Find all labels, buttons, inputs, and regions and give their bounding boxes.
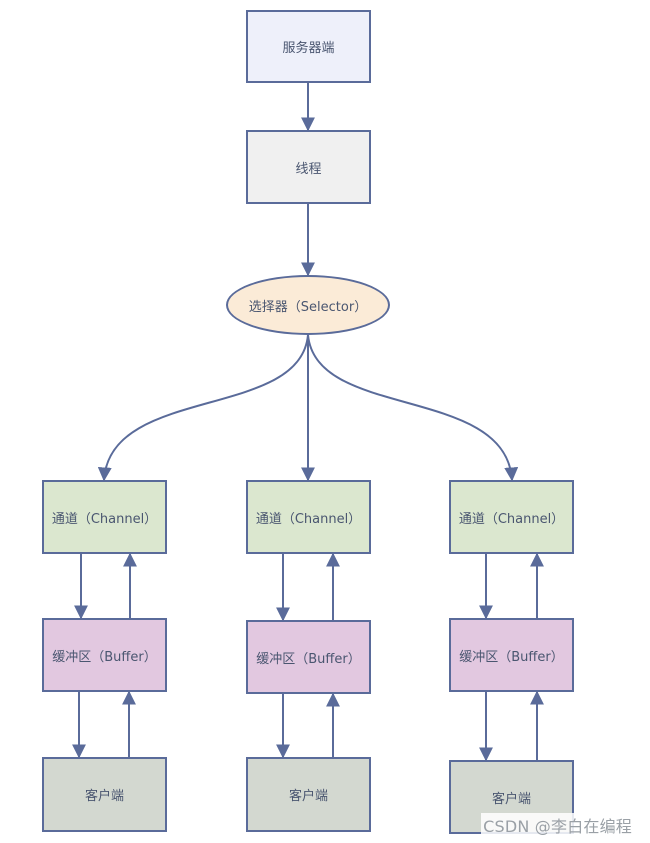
buffer-node-right[interactable]: 缓冲区（Buffer） [449,618,574,692]
client-node-middle[interactable]: 客户端 [246,757,371,832]
edge-selector-channel-left [97,334,309,482]
buffer-node-left-label: 缓冲区（Buffer） [52,649,157,665]
channel-node-left-label: 通道（Channel） [51,511,158,527]
client-node-left[interactable]: 客户端 [42,757,167,832]
buffer-node-right-label: 缓冲区（Buffer） [459,649,564,665]
channel-node-left[interactable]: 通道（Channel） [42,480,167,554]
channel-node-right[interactable]: 通道（Channel） [449,480,574,554]
buffer-node-middle[interactable]: 缓冲区（Buffer） [246,620,371,694]
edge-selector-channel-right [307,334,519,482]
client-node-left-label: 客户端 [84,789,124,804]
channel-node-middle-label: 通道（Channel） [255,511,362,527]
server-node[interactable]: 服务器端 [246,10,371,83]
buffer-node-left[interactable]: 缓冲区（Buffer） [42,618,167,692]
selector-node[interactable]: 选择器（Selector） [226,275,390,335]
watermark-text: CSDN @李白在编程 [481,813,634,837]
server-node-label: 服务器端 [282,41,335,56]
client-node-middle-label: 客户端 [288,789,328,804]
selector-node-label: 选择器（Selector） [248,299,368,315]
channel-node-right-label: 通道（Channel） [458,511,565,527]
client-node-right-label: 客户端 [491,791,531,807]
thread-node[interactable]: 线程 [246,130,371,204]
channel-node-middle[interactable]: 通道（Channel） [246,480,371,554]
thread-node-label: 线程 [295,161,322,177]
buffer-node-middle-label: 缓冲区（Buffer） [256,651,361,667]
